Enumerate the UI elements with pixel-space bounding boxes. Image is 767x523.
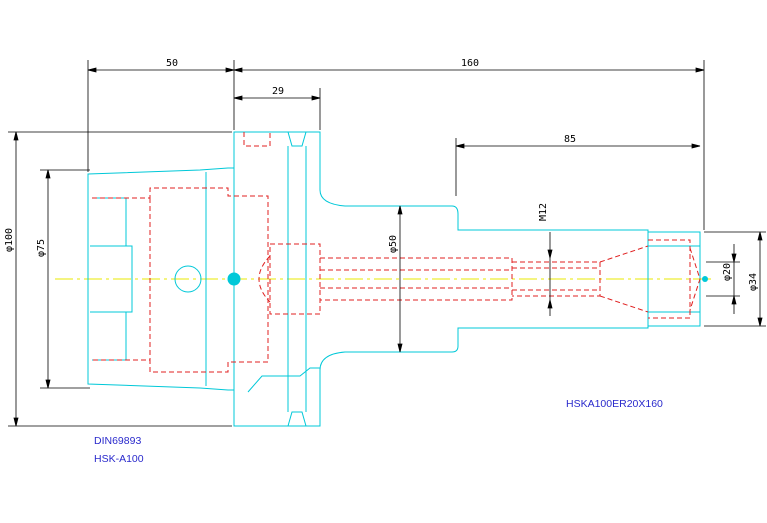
dim-shoulder-length: 29 xyxy=(272,86,284,97)
dim-diameter-34: φ34 xyxy=(748,273,759,291)
note-standard: DIN69893 xyxy=(94,435,141,447)
tool-holder-outline xyxy=(87,131,701,427)
dim-total-length: 160 xyxy=(461,58,479,69)
dim-diameter-50: φ50 xyxy=(388,235,399,253)
note-part-number: HSKA100ER20X160 xyxy=(566,398,663,410)
dim-thread-m12: M12 xyxy=(538,203,549,221)
note-interface: HSK-A100 xyxy=(94,453,144,465)
dim-flange-length: 50 xyxy=(166,58,178,69)
dim-diameter-100: φ100 xyxy=(4,228,15,252)
dim-diameter-20: φ20 xyxy=(722,263,733,281)
hidden-lines xyxy=(92,132,701,373)
dimension-lines xyxy=(8,60,766,427)
tool-end-marker xyxy=(702,276,708,282)
dim-diameter-75: φ75 xyxy=(36,239,47,257)
dim-shank-length: 85 xyxy=(564,134,576,145)
